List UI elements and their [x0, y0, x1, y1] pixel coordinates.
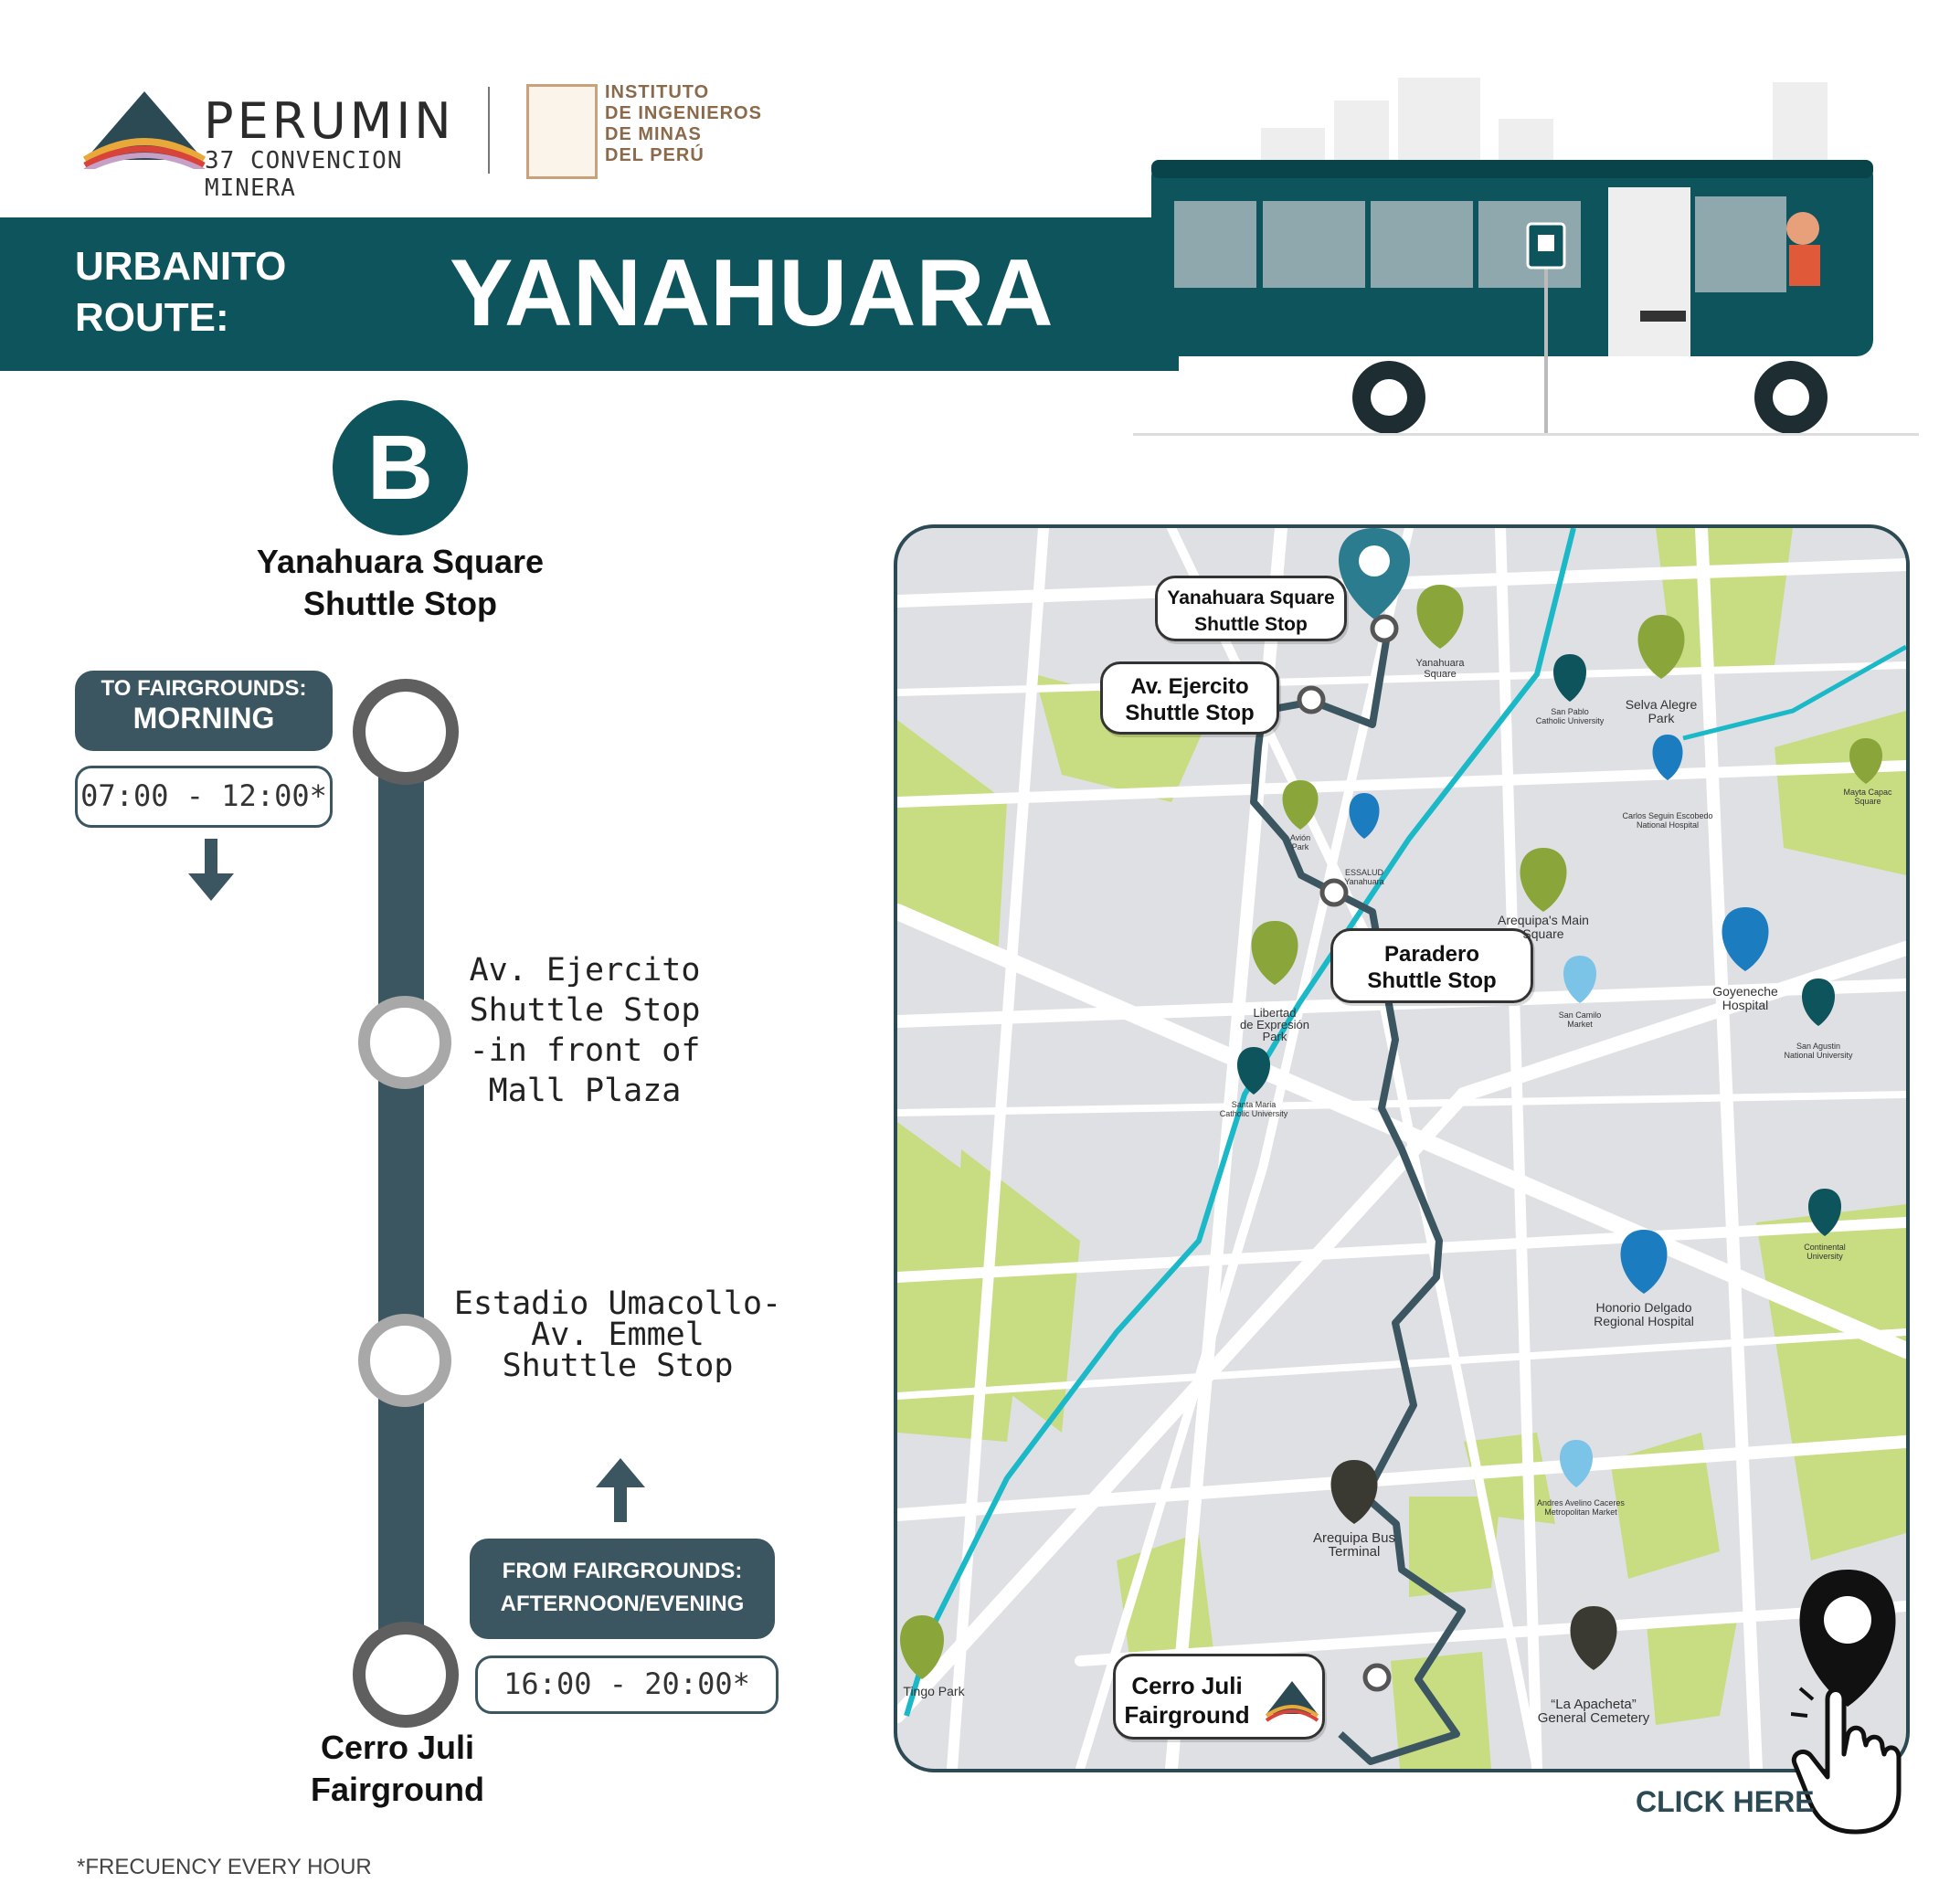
river	[904, 528, 1576, 1717]
poi-san-camilo: San Camilo Market	[1558, 1010, 1602, 1029]
poi-mayta-capac: Mayta Capac Square	[1843, 788, 1892, 806]
hand-pointer-icon[interactable]	[1791, 1681, 1928, 1836]
institute-name: INSTITUTO DE INGENIEROS DE MINAS DEL PER…	[605, 82, 762, 165]
poi-avion-park: Avión Park	[1289, 833, 1311, 852]
institute-seal-icon	[526, 84, 598, 179]
evening-label: FROM FAIRGROUNDS: AFTERNOON/EVENING	[470, 1539, 775, 1639]
poi-bus-terminal: Arequipa Bus Terminal	[1312, 1530, 1396, 1560]
poi-carlos-seguin: Carlos Seguin Escobedo National Hospital	[1622, 811, 1713, 830]
end-stop-title: Cerro Juli Fairground	[311, 1729, 484, 1808]
callout-paradero: Paradero Shuttle Stop	[1330, 928, 1533, 1003]
callout-cerro-juli: Cerro Juli Fairground	[1113, 1654, 1325, 1740]
map-canvas	[897, 528, 1906, 1769]
evening-hours: 16:00 - 20:00*	[475, 1655, 779, 1714]
poi-main-square: Arequipa's Main Square	[1498, 913, 1589, 941]
perumin-logo: PERUMIN 37 CONVENCION MINERA	[80, 87, 464, 202]
route-label: URBANITO ROUTE:	[75, 244, 287, 340]
route-banner	[0, 217, 1179, 371]
poi-san-agustin: San Agustin National University	[1784, 1042, 1853, 1060]
mountain-logo-icon	[82, 91, 207, 174]
header-divider	[488, 87, 490, 174]
timeline-stop-end	[353, 1622, 459, 1728]
arrow-up-icon	[596, 1458, 645, 1522]
route-map[interactable]: Yanahuara Square Shuttle Stop Av. Ejerci…	[894, 524, 1910, 1772]
poi-continental: Continental University	[1804, 1243, 1846, 1261]
route-letter-badge: B	[333, 400, 468, 535]
poi-goyeneche: Goyeneche Hospital	[1712, 984, 1778, 1012]
river-tributary	[1682, 644, 1906, 741]
poi-libertad: Libertad de Expresión Park	[1240, 1006, 1309, 1043]
hospital-pin-icons	[1349, 735, 1769, 1294]
timeline-stop-ejercito	[358, 996, 451, 1089]
bus-illustration	[1133, 78, 1919, 436]
map-stop-yanahuara[interactable]	[1370, 614, 1399, 643]
timeline-stop-umacollo	[358, 1314, 451, 1407]
morning-label: TO FAIRGROUNDS: MORNING	[75, 671, 333, 751]
poi-essalud: ESSALUD Yanahuara	[1344, 868, 1384, 886]
poi-selva-alegre: Selva Alegre Park	[1625, 697, 1698, 725]
terminal-pin-icon	[1330, 1460, 1378, 1524]
start-pin-icon	[1339, 528, 1410, 619]
click-here-label[interactable]: CLICK HERE	[1636, 1785, 1815, 1818]
poi-honorio: Honorio Delgado Regional Hospital	[1594, 1300, 1694, 1328]
stop-ejercito-label: Av. Ejercito Shuttle Stop -in front of M…	[469, 952, 701, 1109]
callout-yanahuara: Yanahuara Square Shuttle Stop	[1155, 576, 1347, 641]
poi-yanahuara-square: Yanahuara Square	[1415, 658, 1465, 680]
poi-san-pablo: San Pablo Catholic University	[1535, 707, 1605, 725]
timeline-line	[378, 724, 424, 1665]
poi-santa-maria: Santa Maria Catholic University	[1219, 1100, 1288, 1118]
poi-caceres-market: Andres Avelino Caceres Metropolitan Mark…	[1537, 1498, 1625, 1517]
shuttle-route-line	[1250, 623, 1466, 1765]
map-stop-ejercito[interactable]	[1297, 685, 1326, 714]
market-pin-icons	[1560, 956, 1596, 1487]
poi-cemetery: “La Apacheta” General Cemetery	[1537, 1697, 1650, 1726]
timeline-stop-start	[353, 679, 459, 785]
arrow-down-icon	[188, 839, 234, 901]
map-stop-cerro-juli[interactable]	[1362, 1663, 1392, 1692]
fairground-logo-icon	[1265, 1681, 1319, 1722]
start-stop-title: Yanahuara Square Shuttle Stop	[256, 543, 545, 622]
footnote: *FRECUENCY EVERY HOUR	[77, 1855, 372, 1879]
park-pin-icons	[900, 585, 1882, 1679]
brand-name: PERUMIN	[204, 92, 455, 150]
morning-hours: 07:00 - 12:00*	[75, 766, 333, 828]
callout-ejercito: Av. Ejercito Shuttle Stop	[1100, 661, 1279, 735]
university-pin-icons	[1237, 654, 1841, 1236]
route-title: YANAHUARA	[450, 240, 1054, 346]
map-stop-paradero[interactable]	[1319, 878, 1349, 907]
cemetery-pin-icon	[1570, 1606, 1617, 1670]
click-here-pin-icon[interactable]	[1799, 1570, 1896, 1707]
poi-tingo-park: Tingo Park	[903, 1684, 965, 1698]
brand-subtitle: 37 CONVENCION MINERA	[205, 147, 403, 202]
stop-umacollo-label: Estadio Umacollo- Av. Emmel Shuttle Stop	[453, 1285, 782, 1384]
